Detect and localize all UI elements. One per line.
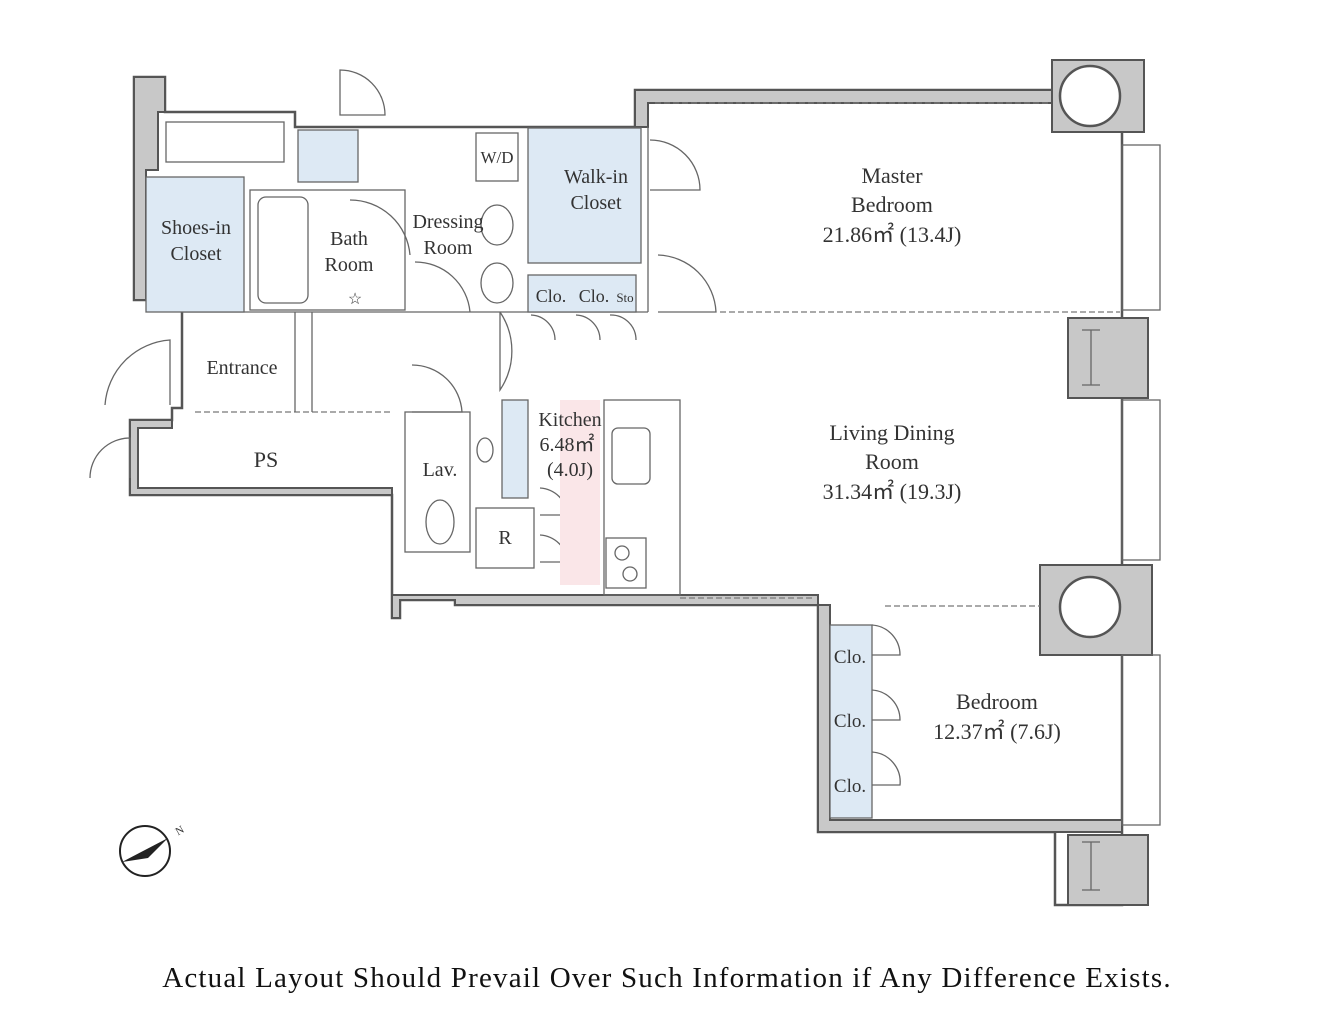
bedroom-closet-label-2: Clo. <box>834 711 866 732</box>
exterior-walls <box>128 75 1124 907</box>
shoes-in-closet-label-2: Closet <box>170 243 222 265</box>
compass-icon: N <box>119 824 187 877</box>
shoes-in-closet-label-1: Shoes-in <box>161 217 231 239</box>
master-bedroom-label-1: Master <box>861 163 923 188</box>
dressing-room-label-1: Dressing <box>412 211 483 233</box>
lav-label: Lav. <box>423 459 458 481</box>
living-dining-label-2: Room <box>865 449 919 474</box>
facade-columns <box>1039 59 1161 906</box>
disclaimer-text: Actual Layout Should Prevail Over Such I… <box>162 962 1172 994</box>
refrigerator-label: R <box>498 527 512 549</box>
storage-label: Sto <box>616 290 633 305</box>
kitchen-area-1: 6.48㎡ <box>540 432 595 456</box>
bath-room-label-1: Bath <box>330 228 368 250</box>
closet-label-2: Clo. <box>579 286 610 306</box>
closet-label-1: Clo. <box>536 286 567 306</box>
master-bedroom-label-2: Bedroom <box>851 192 933 217</box>
walk-in-closet-label-1: Walk-in <box>564 166 628 188</box>
living-dining-area-label: 31.34㎡ (19.3J) <box>823 479 962 504</box>
bedroom-closet-label-3: Clo. <box>834 776 866 797</box>
bedroom-closet-label-1: Clo. <box>834 647 866 668</box>
kitchen-label: Kitchen <box>538 409 601 431</box>
compass-north-label: N <box>174 824 187 838</box>
dressing-room-label-2: Room <box>424 237 473 259</box>
door-swings <box>89 69 901 786</box>
kitchen-area-2: (4.0J) <box>547 459 593 481</box>
fixtures <box>425 204 651 589</box>
ps-label: PS <box>254 447 278 472</box>
master-bedroom-area: 21.86㎡ (13.4J) <box>823 222 962 247</box>
entrance-label: Entrance <box>206 357 277 379</box>
bedroom-label: Bedroom <box>956 689 1038 714</box>
bath-room-label-2: Room <box>325 254 374 276</box>
bath-star-icon: ☆ <box>348 291 362 308</box>
storage-areas <box>145 121 873 819</box>
washer-dryer-label: W/D <box>480 148 513 167</box>
walk-in-closet-label-2: Closet <box>570 192 622 214</box>
bedroom-area: 12.37㎡ (7.6J) <box>933 719 1061 744</box>
living-dining-label-1: Living Dining <box>829 420 954 445</box>
